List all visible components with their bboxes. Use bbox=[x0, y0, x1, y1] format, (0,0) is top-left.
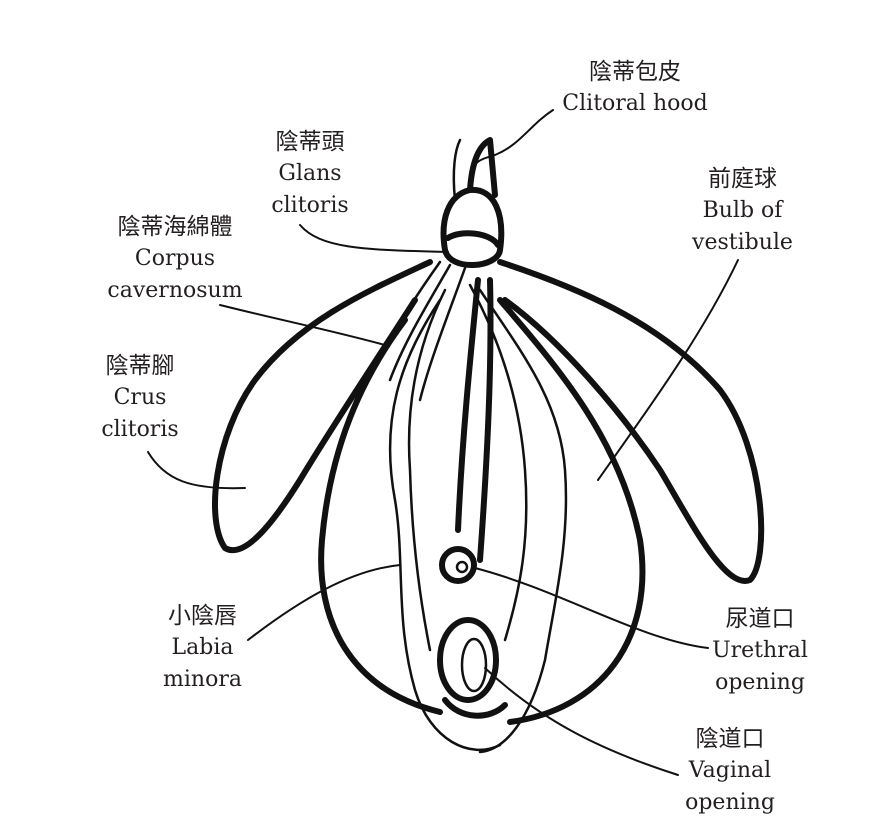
label-zh: 陰道口 bbox=[695, 726, 765, 752]
leader-urethral bbox=[474, 567, 709, 649]
leader-vaginal bbox=[484, 667, 679, 776]
leader-corpus bbox=[219, 304, 386, 346]
vaginal-opening-shape bbox=[437, 617, 499, 703]
urethral-inner bbox=[455, 560, 469, 574]
left-bulb bbox=[318, 317, 443, 715]
label-en: Clitoral hood bbox=[562, 91, 708, 116]
label-en: Crus bbox=[113, 385, 167, 410]
label-zh: 陰蒂腳 bbox=[105, 353, 175, 379]
label-zh: 前庭球 bbox=[708, 166, 777, 192]
label-zh: 尿道口 bbox=[725, 606, 795, 632]
label-en: clitoris bbox=[101, 417, 179, 442]
clitoral-shaft-2 bbox=[477, 277, 494, 563]
inner-fold-right bbox=[468, 283, 528, 642]
label-labia-minora: 小陰唇 Labia minora bbox=[150, 600, 255, 696]
label-zh: 小陰唇 bbox=[168, 603, 237, 629]
glans-shape bbox=[445, 230, 501, 248]
label-corpus-cavernosum: 陰蒂海綿體 Corpus cavernosum bbox=[95, 211, 255, 307]
leader-clitoral-hood bbox=[474, 109, 554, 166]
right-bulb bbox=[497, 297, 646, 725]
leader-glans bbox=[299, 224, 449, 253]
corpus-lines bbox=[383, 260, 467, 402]
label-vaginal-opening: 陰道口 Vaginal opening bbox=[675, 723, 785, 819]
label-en: Bulb of bbox=[702, 198, 783, 223]
left-crus bbox=[212, 259, 433, 554]
label-en: Glans bbox=[278, 161, 342, 186]
leader-labia bbox=[247, 564, 401, 641]
label-crus-clitoris: 陰蒂腳 Crus clitoris bbox=[85, 350, 195, 446]
label-en: clitoris bbox=[271, 193, 349, 218]
labia-minora-left bbox=[388, 298, 502, 752]
label-en: vestibule bbox=[692, 230, 793, 255]
clitoral-shaft bbox=[455, 277, 481, 533]
label-glans-clitoris: 陰蒂頭 Glans clitoris bbox=[250, 126, 370, 222]
hood-line-left bbox=[452, 138, 462, 202]
labia-minora-right bbox=[478, 288, 568, 754]
label-en: cavernosum bbox=[107, 278, 243, 303]
lower-rim bbox=[442, 697, 508, 719]
label-en: Labia bbox=[171, 635, 234, 660]
label-en: opening bbox=[715, 670, 805, 695]
leader-crus bbox=[147, 451, 246, 490]
label-bulb-of-vestibule: 前庭球 Bulb of vestibule bbox=[680, 163, 805, 259]
label-urethral-opening: 尿道口 Urethral opening bbox=[705, 603, 815, 699]
label-zh: 陰蒂包皮 bbox=[589, 59, 681, 85]
hood-top bbox=[467, 137, 498, 198]
label-en: minora bbox=[163, 667, 242, 692]
label-en: opening bbox=[685, 790, 775, 815]
vaginal-inner bbox=[460, 637, 488, 693]
label-en: Corpus bbox=[134, 246, 216, 271]
label-en: Urethral bbox=[712, 638, 808, 663]
label-zh: 陰蒂海綿體 bbox=[117, 214, 233, 240]
urethral-opening-shape bbox=[439, 546, 477, 584]
label-en: Vaginal bbox=[688, 758, 772, 783]
inner-fold-left bbox=[407, 288, 447, 652]
leader-bulb bbox=[597, 259, 739, 481]
label-zh: 陰蒂頭 bbox=[275, 129, 345, 155]
clitoral-hood-shape bbox=[440, 186, 505, 268]
right-crus bbox=[497, 259, 765, 584]
label-clitoral-hood: 陰蒂包皮 Clitoral hood bbox=[545, 56, 725, 120]
